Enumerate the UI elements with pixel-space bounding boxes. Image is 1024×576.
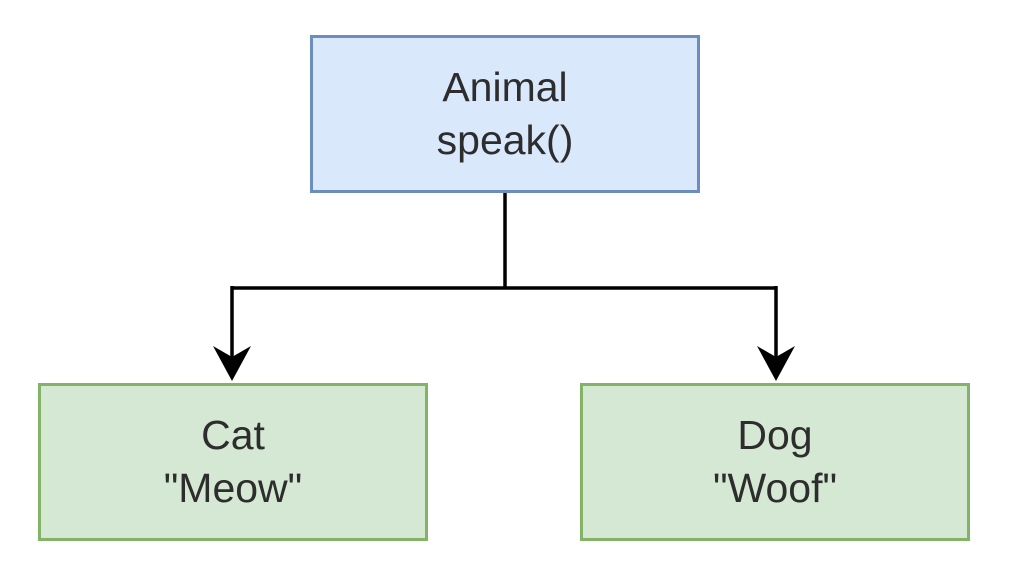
node-animal: Animal speak() xyxy=(310,35,700,193)
node-animal-subtitle: speak() xyxy=(436,117,574,163)
node-animal-title: Animal xyxy=(442,64,568,110)
node-dog: Dog "Woof" xyxy=(580,383,970,541)
node-cat: Cat "Meow" xyxy=(38,383,428,541)
node-dog-title: Dog xyxy=(737,412,813,458)
node-cat-title: Cat xyxy=(201,412,265,458)
node-dog-subtitle: "Woof" xyxy=(712,465,838,511)
arrowhead-to-cat xyxy=(213,346,251,381)
arrowhead-to-dog xyxy=(757,346,795,381)
node-cat-subtitle: "Meow" xyxy=(163,465,303,511)
